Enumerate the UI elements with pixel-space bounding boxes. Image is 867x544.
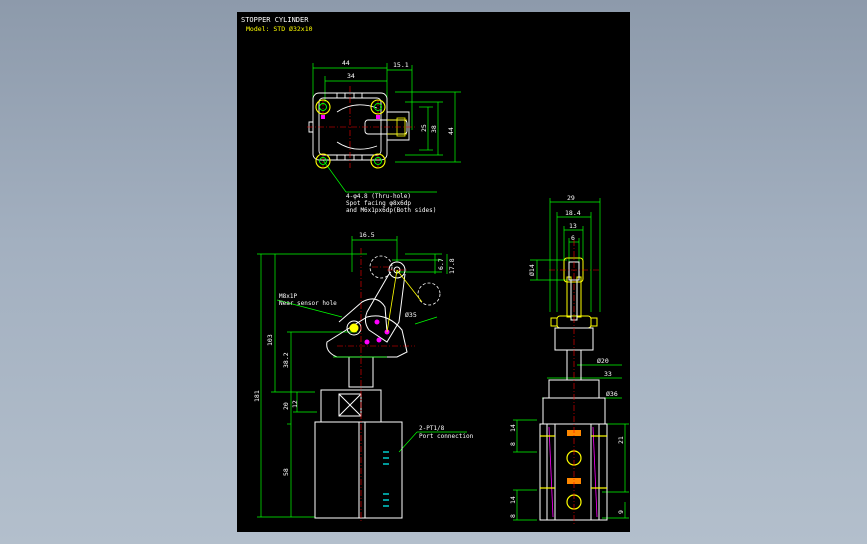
top-note-3: and M6x1px6dp(Both sides) <box>346 207 436 214</box>
sensor-hole-icon <box>349 323 359 333</box>
dim-12: 12 <box>291 400 299 408</box>
dim-phi-35: Ø35 <box>405 311 417 319</box>
dim-44-top: 44 <box>342 59 350 67</box>
dim-16-5: 16.5 <box>359 231 375 239</box>
dim-phi-20: Ø20 <box>597 357 609 365</box>
front-view: 181 103 38.2 20 12 58 16.5 6.7 17.8 Ø35 … <box>253 231 474 522</box>
dim-34-top: 34 <box>347 72 355 80</box>
dim-21: 21 <box>617 436 625 444</box>
dim-58: 58 <box>282 468 290 476</box>
dim-8-a: 8 <box>509 442 517 446</box>
dim-103: 103 <box>266 334 274 346</box>
dim-17-8: 17.8 <box>448 258 456 274</box>
dim-44b-top: 44 <box>447 127 455 135</box>
dim-6-7: 6.7 <box>437 258 445 270</box>
dim-25-top: 25 <box>420 124 428 132</box>
label-port2: Port connection <box>419 433 474 440</box>
dim-38-2: 38.2 <box>282 352 290 368</box>
top-note-1: 4-φ4.8 (Thru-hole) <box>346 193 411 200</box>
dim-phi-36: Ø36 <box>606 390 618 398</box>
drawing-model: Model: STD Ø32x10 <box>246 25 313 33</box>
dim-13: 13 <box>569 222 577 230</box>
label-m8: M8x1P <box>279 293 297 300</box>
dim-29: 29 <box>567 194 575 202</box>
dim-15-top: 15.1 <box>393 61 409 69</box>
dim-14-a: 14 <box>509 424 517 432</box>
dim-phi-14: Ø14 <box>528 264 536 276</box>
dim-14-b: 14 <box>509 496 517 504</box>
label-sensor: Near sensor hole <box>279 300 337 307</box>
side-view: 29 18.4 13 6 Ø14 Ø20 33 Ø36 21 14 8 14 8… <box>509 194 629 526</box>
cad-drawing: STOPPER CYLINDER Model: STD Ø32x10 44 34 <box>241 16 629 526</box>
dim-20: 20 <box>282 402 290 410</box>
dim-33: 33 <box>604 370 612 378</box>
label-port: 2-PT1/8 <box>419 425 445 432</box>
drawing-title: STOPPER CYLINDER <box>241 16 309 24</box>
dim-9: 9 <box>617 510 625 514</box>
dim-181: 181 <box>253 390 261 402</box>
dim-38-top: 38 <box>430 125 438 133</box>
top-note-2: Spot facing φ8x6dp <box>346 200 411 207</box>
dim-6: 6 <box>571 234 575 242</box>
dim-8-b: 8 <box>509 514 517 518</box>
dim-18-4: 18.4 <box>565 209 581 217</box>
top-view: 44 34 15.1 25 38 44 <box>307 59 461 214</box>
drawing-sheet: STOPPER CYLINDER Model: STD Ø32x10 44 34 <box>237 12 630 532</box>
